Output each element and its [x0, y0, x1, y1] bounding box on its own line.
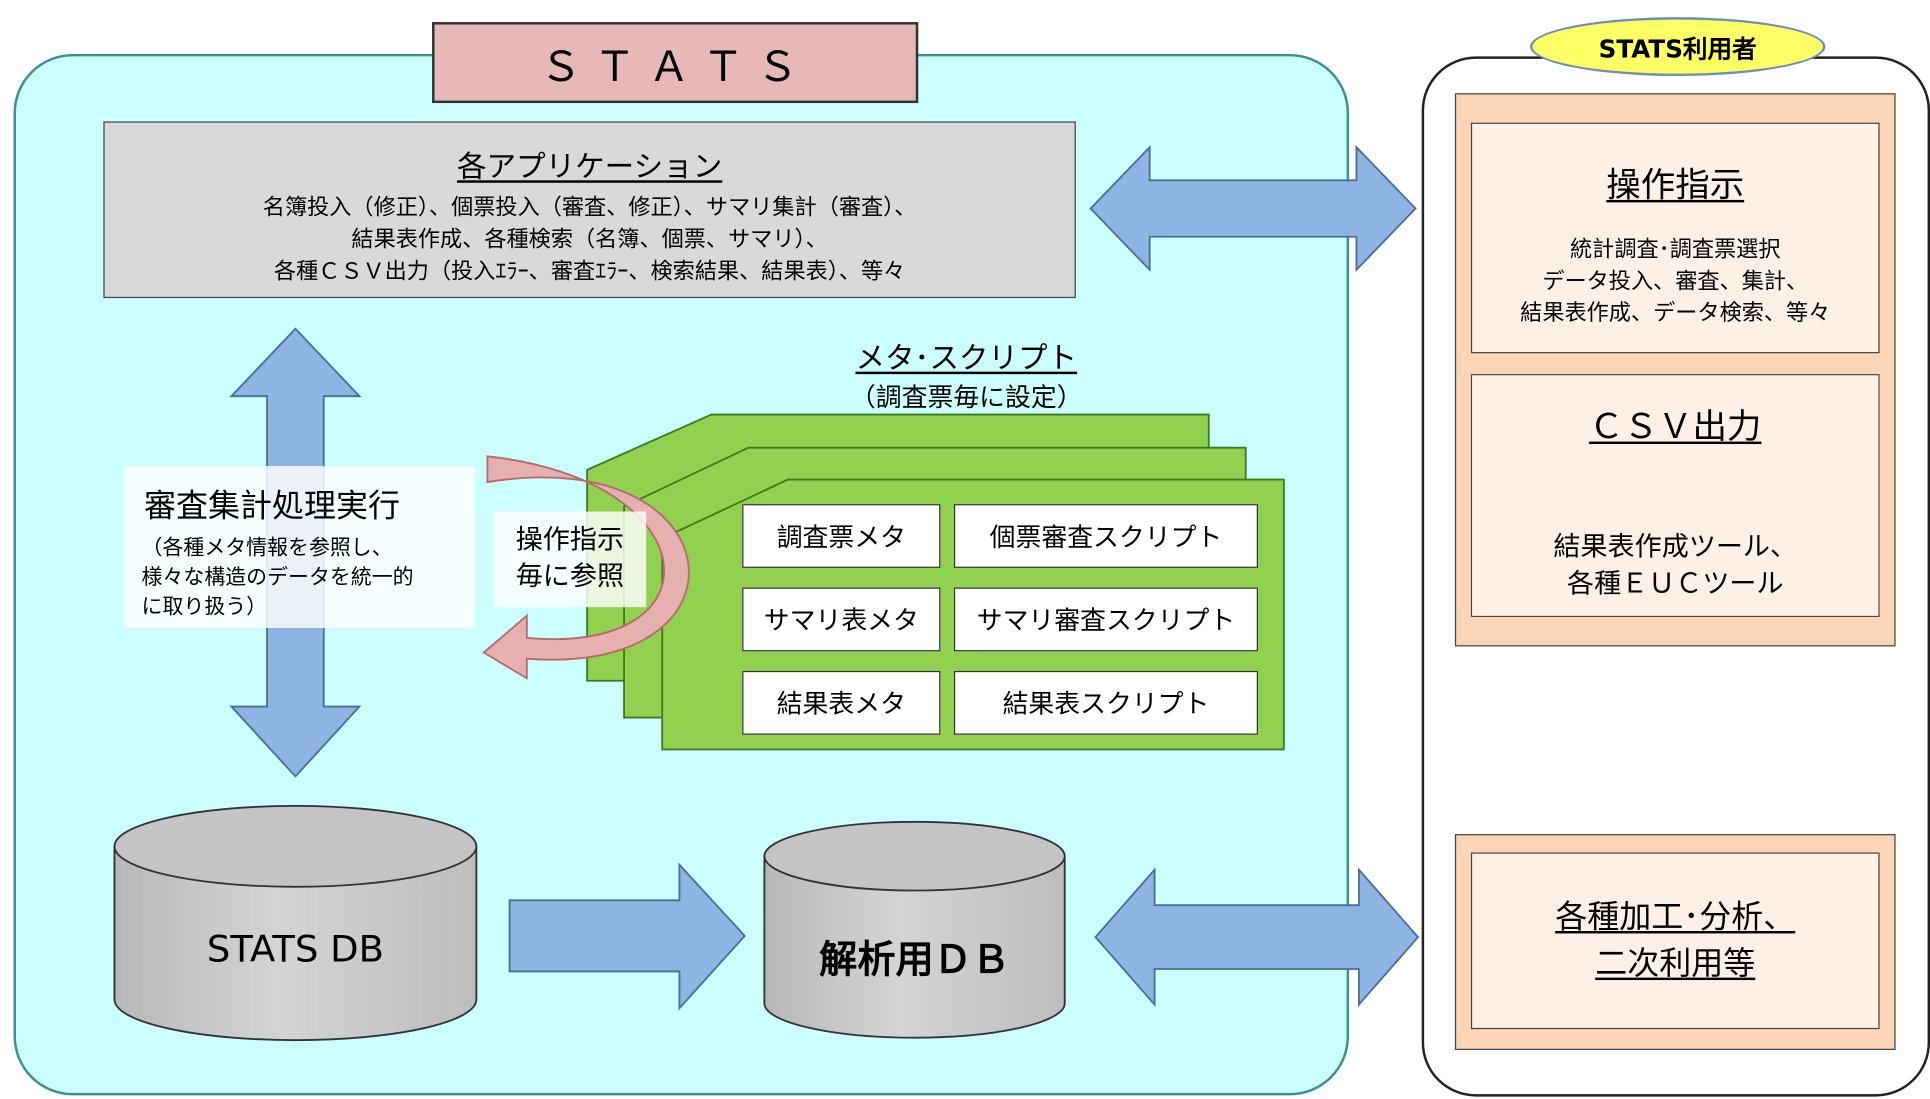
reference-label: 操作指示 毎に参照 [493, 511, 647, 608]
analysis-db-cylinder [763, 856, 1066, 1039]
stats-db-cylinder [113, 846, 478, 1042]
applications-title: 各アプリケーション [456, 149, 723, 184]
processing-box: 各種加工･分析、 二次利用等 [1470, 852, 1880, 1030]
operation-title: 操作指示 [1606, 164, 1745, 205]
user-panel-label: STATS利用者 [1530, 17, 1826, 77]
analysis-db-label: 解析用ＤＢ [819, 938, 1010, 983]
execution-line: 様々な構造のデータを統一的 [141, 565, 414, 590]
csv-title: ＣＳＶ出力 [1589, 406, 1762, 447]
execution-line: に取り扱う） [141, 594, 268, 620]
result-table-script-cell: 結果表スクリプト [953, 670, 1258, 735]
execution-label: 審査集計処理実行 （各種メタ情報を参照し、 様々な構造のデータを統一的 に取り扱… [124, 466, 476, 629]
operation-line: 結果表作成、データ検索、等々 [1520, 300, 1831, 327]
csv-box-fill [1472, 375, 1879, 616]
applications-box: 各アプリケーション 名簿投入（修正）、個票投入（審査、修正）、サマリ集計（審査）… [103, 121, 1076, 299]
summary-table-meta-cell: サマリ表メタ [742, 587, 941, 652]
stats-title-box: ＳＴＡＴＳ [432, 22, 919, 104]
operation-box: 操作指示 統計調査･調査票選択 データ投入、審査、集計、 結果表作成、データ検索… [1470, 122, 1880, 354]
csv-box: ＣＳＶ出力 結果表作成ツール、 各種ＥＵＣツール [1470, 374, 1880, 617]
survey-meta-cell: 調査票メタ [742, 504, 941, 568]
operation-line: 統計調査･調査票選択 [1570, 236, 1781, 263]
reference-line: 操作指示 [515, 524, 625, 556]
csv-line: 結果表作成ツール、 [1553, 532, 1798, 564]
execution-line: （各種メタ情報を参照し、 [141, 536, 393, 561]
applications-line: 各種ＣＳＶ出力（投入ｴﾗｰ、審査ｴﾗｰ、検索結果、結果表）、等々 [273, 258, 906, 285]
stats-db-label: STATS DB [206, 928, 384, 972]
processing-line: 各種加工･分析、 [1555, 899, 1796, 936]
applications-line: 結果表作成、各種検索（名簿、個票、サマリ）、 [351, 226, 828, 253]
user-panel-label-text: STATS利用者 [1598, 33, 1757, 64]
double-arrow-right-bottom [1094, 867, 1420, 1008]
stats-title: ＳＴＡＴＳ [539, 42, 811, 92]
analysis-db-cylinder-top [763, 820, 1066, 892]
stats-db-cylinder-top [113, 804, 478, 888]
applications-line: 名簿投入（修正）、個票投入（審査、修正）、サマリ集計（審査）、 [262, 195, 917, 221]
arrow-db-to-analysis [508, 862, 746, 1011]
meta-script-subtitle: （調査票毎に設定） [849, 382, 1083, 413]
result-table-meta-cell: 結果表メタ [742, 670, 941, 735]
record-check-script-cell: 個票審査スクリプト [953, 504, 1258, 568]
summary-check-script-cell: サマリ審査スクリプト [953, 587, 1258, 652]
meta-script-title: メタ･スクリプト [855, 340, 1078, 376]
reference-line: 毎に参照 [515, 561, 625, 593]
operation-line: データ投入、審査、集計、 [1542, 268, 1809, 295]
double-arrow-right-top [1089, 144, 1417, 273]
processing-line: 二次利用等 [1595, 945, 1756, 983]
csv-line: 各種ＥＵＣツール [1566, 569, 1784, 600]
execution-title: 審査集計処理実行 [144, 488, 401, 525]
